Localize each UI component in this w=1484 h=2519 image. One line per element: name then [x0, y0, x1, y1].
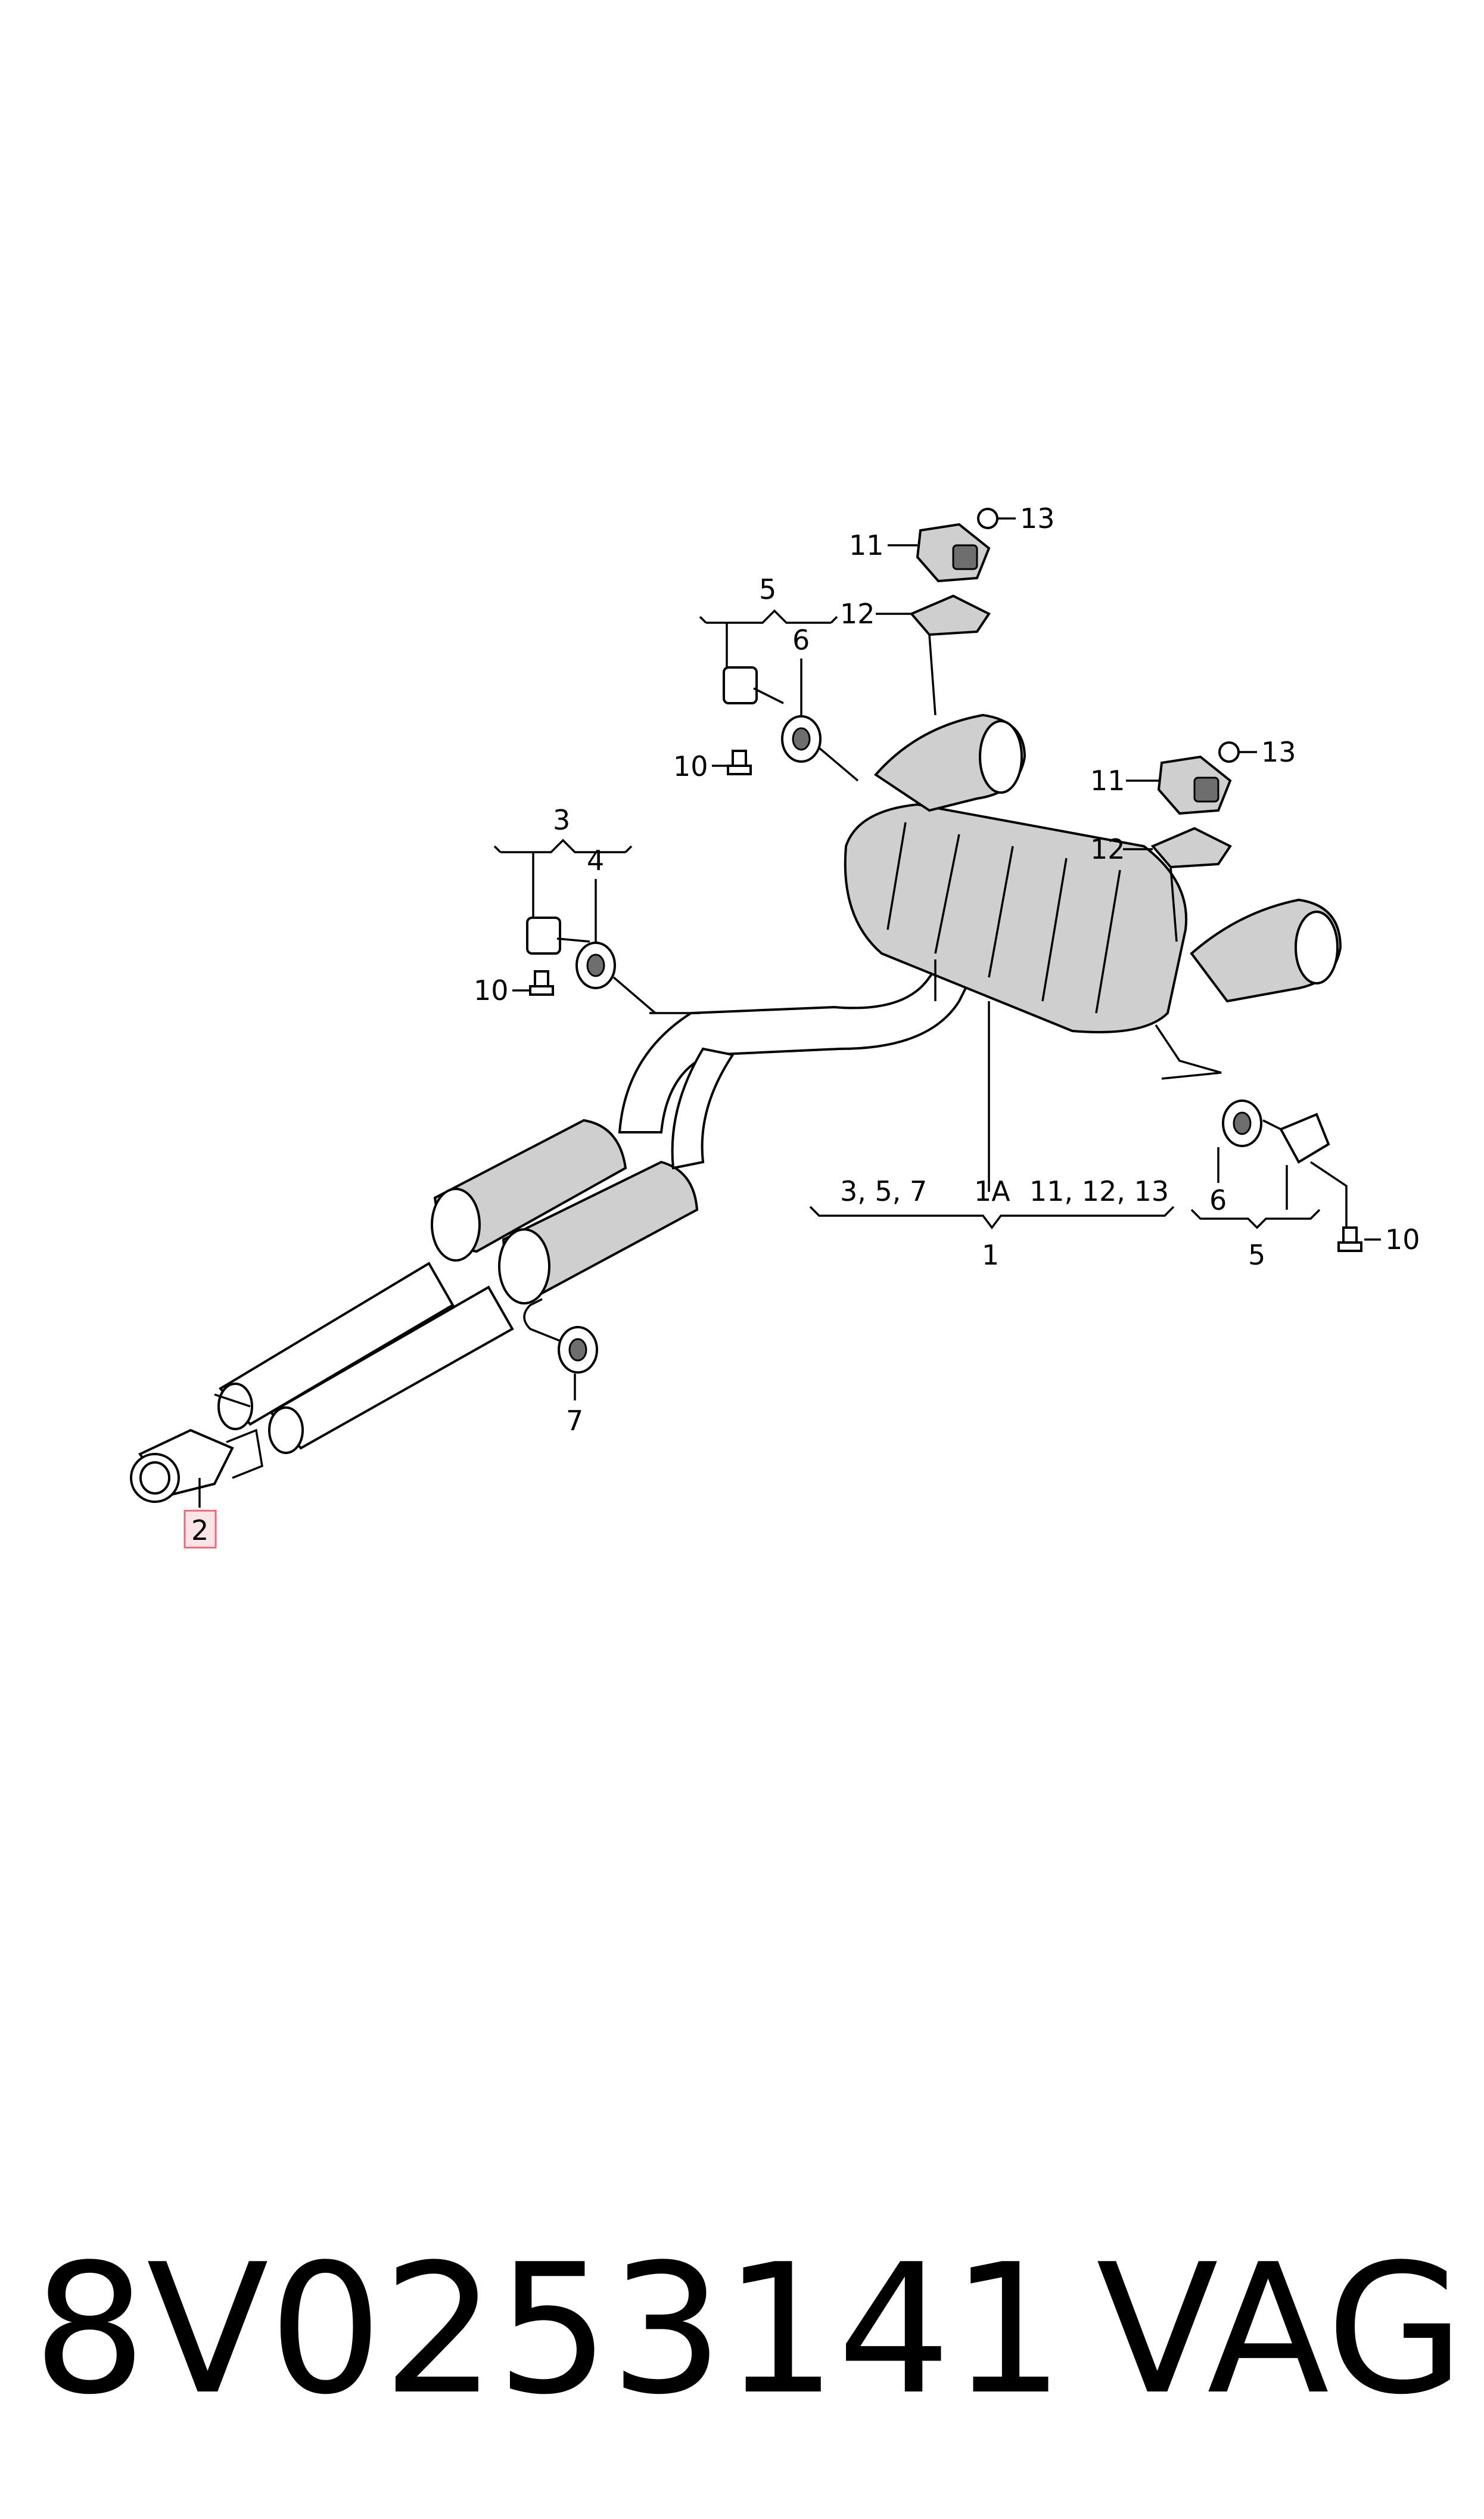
nut-part-13-a[interactable] [977, 508, 998, 529]
callout-3: 3 [553, 804, 570, 836]
callout-6-top: 6 [792, 624, 810, 656]
callout-1: 1 [982, 1239, 999, 1271]
callout-1a: 1A [974, 1175, 1010, 1207]
callout-7: 7 [566, 1405, 583, 1437]
callout-6-bottom: 6 [1209, 1184, 1227, 1216]
callout-12-b: 12 [1090, 833, 1125, 865]
callout-13-b: 13 [1261, 736, 1296, 768]
actuator-part-11-a[interactable] [916, 523, 991, 583]
callout-labels: 13 11 12 5 6 10 13 11 12 3 4 10 3, 5, 7 … [183, 502, 1420, 1549]
callout-13-a: 13 [1020, 502, 1055, 535]
callout-2-highlight-box[interactable] [183, 1509, 217, 1549]
callout-4: 4 [587, 844, 604, 877]
nut-part-13-b[interactable] [1218, 741, 1240, 763]
bolt-part-10-c[interactable] [1337, 1226, 1362, 1252]
rubber-mounting-part-7[interactable] [523, 1298, 598, 1374]
callout-10-b: 10 [474, 974, 509, 1007]
callout-group-3-5-7: 3, 5, 7 [840, 1175, 927, 1207]
bracket-part-5-bottom[interactable] [1262, 1113, 1330, 1164]
callout-group-11-12-13: 11, 12, 13 [1029, 1175, 1169, 1207]
callout-5-top: 5 [759, 573, 776, 605]
callout-2[interactable]: 2 [191, 1514, 209, 1546]
exhaust-pipe-assembly [217, 713, 1342, 1454]
bracket-part-5-top[interactable] [723, 666, 784, 704]
heat-shield-part-12-b[interactable] [1150, 827, 1232, 942]
heat-shield-part-12-a[interactable] [909, 594, 991, 716]
bolt-part-10-a[interactable] [727, 750, 752, 775]
pipe-clamp-part-2[interactable] [130, 1428, 263, 1503]
actuator-part-11-b[interactable] [1157, 755, 1232, 815]
bracket-part-3[interactable] [526, 917, 590, 955]
bolt-part-10-b[interactable] [529, 970, 554, 996]
callout-5-bottom: 5 [1248, 1239, 1265, 1271]
callout-11-b: 11 [1090, 765, 1125, 797]
rubber-mounting-part-6-bottom[interactable] [1222, 1099, 1262, 1147]
callout-10-a: 10 [673, 750, 708, 782]
brand-name: VAG [1096, 2226, 1465, 2434]
callout-10-c: 10 [1385, 1223, 1420, 1256]
callout-11-a: 11 [849, 529, 884, 561]
rubber-mounting-part-4[interactable] [575, 942, 657, 1014]
rubber-mounting-part-6-top[interactable] [781, 715, 859, 782]
part-number: 8V0253141 [33, 2226, 1065, 2434]
leader-lines [198, 517, 1381, 1508]
callout-12-a: 12 [840, 598, 875, 630]
